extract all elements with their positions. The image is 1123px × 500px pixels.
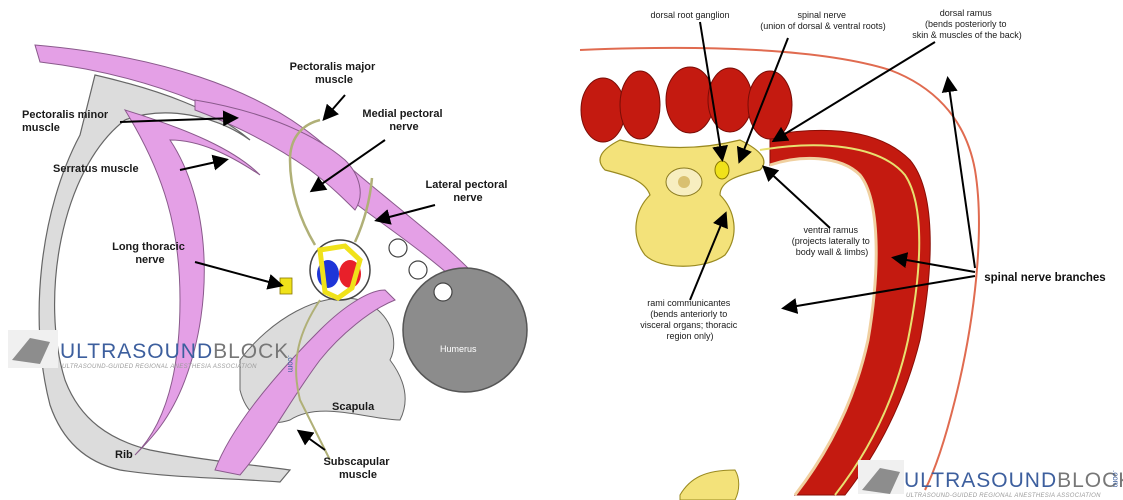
aorta-shape	[680, 470, 739, 500]
label-subscapular: Subscapular muscle	[323, 456, 392, 481]
watermark-brand: ULTRASOUNDBLOCK	[904, 469, 1123, 492]
label-long-thoracic: Long thoracic nerve	[112, 241, 188, 266]
humerus-shape	[403, 268, 527, 392]
watermark-suffix: .com	[286, 355, 295, 373]
watermark-brand: ULTRASOUNDBLOCK	[60, 340, 289, 363]
watermark-right: ULTRASOUNDBLOCK ULTRASOUND-GUIDED REGION…	[858, 460, 1123, 499]
spinal-cord-center	[678, 176, 690, 188]
label-rami-communicantes: rami communicantes (bends anteriorly to …	[640, 298, 740, 341]
vessel-circle	[434, 283, 452, 301]
label-medial-pectoral: Medial pectoral nerve	[362, 108, 445, 133]
watermark-left: ULTRASOUNDBLOCK ULTRASOUND-GUIDED REGION…	[8, 330, 295, 373]
long-thoracic-nerve-shape	[280, 278, 292, 294]
label-scapula: Scapula	[332, 401, 375, 413]
label-spinal-nerve-branches: spinal nerve branches	[984, 272, 1105, 284]
watermark-tagline: ULTRASOUND-GUIDED REGIONAL ANESTHESIA AS…	[62, 364, 257, 370]
vessel-circle	[409, 261, 427, 279]
vertebra-shape	[600, 140, 764, 266]
label-spinal-nerve: spinal nerve (union of dorsal & ventral …	[760, 10, 886, 31]
label-humerus: Humerus	[440, 344, 477, 354]
label-pectoralis-major: Pectoralis major muscle	[290, 61, 379, 86]
back-muscles	[581, 67, 792, 142]
watermark-suffix: .com	[1111, 470, 1120, 488]
dorsal-root-ganglion-shape	[715, 161, 729, 179]
label-dorsal-ramus: dorsal ramus (bends posteriorly to skin …	[912, 8, 1022, 40]
vessel-circle	[389, 239, 407, 257]
label-dorsal-root-ganglion: dorsal root ganglion	[650, 10, 729, 20]
trunk-muscle-band	[770, 130, 930, 495]
serratus-muscle-shape	[125, 110, 260, 455]
label-serratus: Serratus muscle	[53, 163, 139, 175]
watermark-tagline: ULTRASOUND-GUIDED REGIONAL ANESTHESIA AS…	[906, 493, 1101, 499]
label-rib: Rib	[115, 449, 133, 461]
spinal-nerve-diagram	[580, 48, 979, 500]
label-lateral-pectoral: Lateral pectoral nerve	[426, 179, 511, 204]
label-ventral-ramus: ventral ramus (projects laterally to bod…	[792, 225, 873, 257]
